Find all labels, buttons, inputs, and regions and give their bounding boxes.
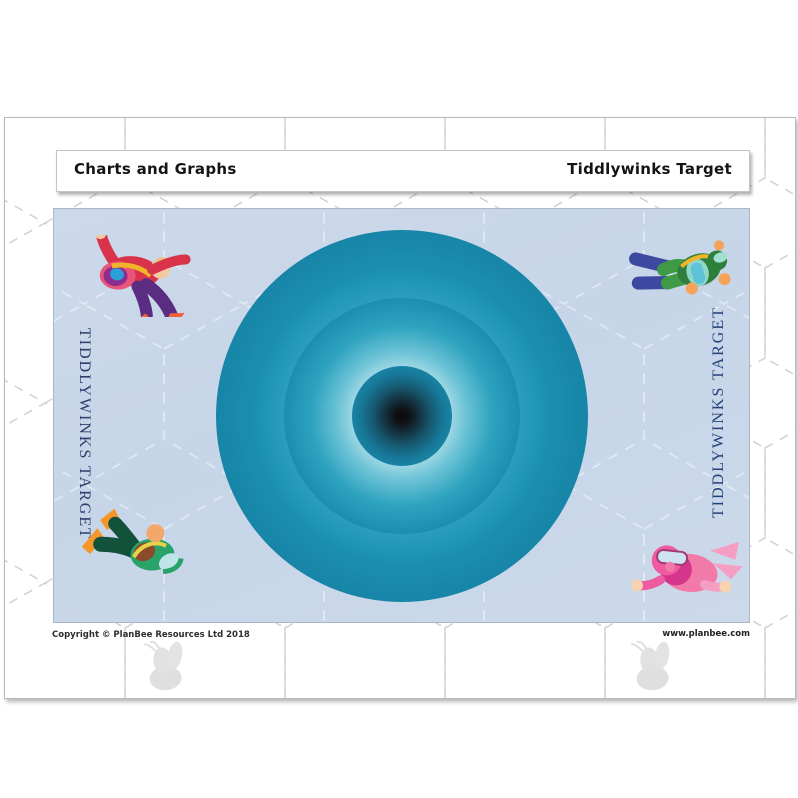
skydiver-green-blue xyxy=(612,235,736,319)
skydiver-red-purple xyxy=(70,235,194,317)
copyright-notice: Copyright © PlanBee Resources Ltd 2018 xyxy=(52,630,250,640)
page-title: Charts and Graphs xyxy=(74,160,237,178)
bee-watermark-icon xyxy=(133,640,205,698)
side-label-right: TIDDLYWINKS TARGET xyxy=(710,306,727,518)
tiddlywinks-target xyxy=(215,229,588,602)
skydiver-darkgreen-orange xyxy=(72,501,192,597)
worksheet-header-bar: Charts and Graphs Tiddlywinks Target xyxy=(56,150,750,192)
target-bullseye xyxy=(351,365,452,466)
side-label-left: TIDDLYWINKS TARGET xyxy=(76,328,93,540)
target-panel: TIDDLYWINKS TARGET TIDDLYWINKS TARGET xyxy=(53,208,750,623)
worksheet-title: Tiddlywinks Target xyxy=(567,160,732,178)
bee-watermark-icon xyxy=(620,640,692,698)
website-link[interactable]: www.planbee.com xyxy=(662,629,750,639)
worksheet-sheet: Charts and Graphs Tiddlywinks Target xyxy=(4,117,796,699)
skydiver-pink xyxy=(632,527,749,611)
